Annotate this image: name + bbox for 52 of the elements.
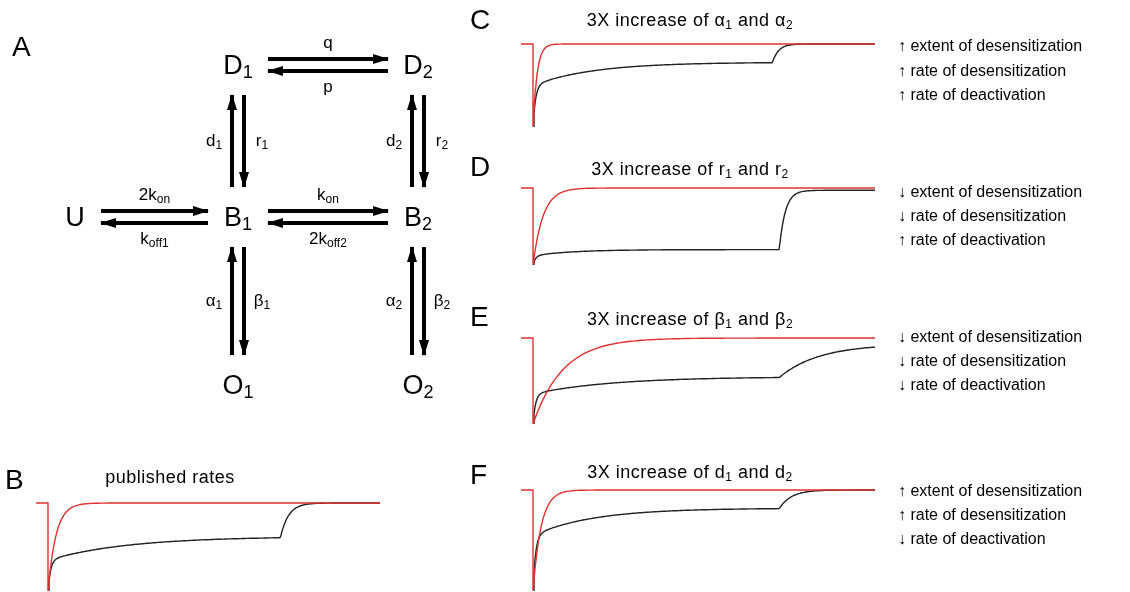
edge-label: β$_{1}$ bbox=[252, 291, 272, 311]
panel-letter: E bbox=[470, 300, 490, 334]
reaction-arrow bbox=[267, 218, 388, 228]
reaction-arrow bbox=[419, 95, 429, 188]
state-label: U bbox=[49, 187, 101, 247]
edge-label: 2k$_{off2}$ bbox=[308, 229, 348, 249]
edge-label: d$_{2}$ bbox=[384, 131, 404, 151]
panel-title: 3X increase of r$_{1}$ and r$_{2}$ bbox=[590, 158, 790, 181]
edge-label: k$_{off1}$ bbox=[139, 229, 170, 249]
panel-letter: B bbox=[5, 463, 25, 497]
edge-label: β$_{2}$ bbox=[432, 291, 452, 311]
reaction-arrow bbox=[419, 247, 429, 356]
state-label: O$_{2}$ bbox=[388, 355, 448, 415]
panel-title: 3X increase of d$_{1}$ and d$_{2}$ bbox=[586, 461, 794, 484]
reaction-arrow bbox=[100, 218, 208, 228]
effect-note: ↑ rate of desensitization bbox=[898, 505, 1068, 525]
reaction-arrow bbox=[101, 206, 209, 216]
panel-title: 3X increase of α$_{1}$ and α$_{2}$ bbox=[585, 9, 795, 32]
state-label: D$_{1}$ bbox=[208, 35, 268, 95]
edge-label: k$_{on}$ bbox=[316, 185, 340, 205]
state-label: O$_{1}$ bbox=[208, 355, 268, 415]
state-label: D$_{2}$ bbox=[388, 35, 448, 95]
reaction-arrow bbox=[239, 95, 249, 188]
reaction-arrow bbox=[227, 246, 237, 355]
effect-note: ↑ rate of deactivation bbox=[898, 230, 1047, 250]
effect-note: ↓ extent of desensitization bbox=[898, 327, 1084, 347]
reaction-arrow bbox=[407, 94, 417, 187]
panel-letter: C bbox=[470, 3, 492, 37]
reaction-arrow bbox=[239, 247, 249, 356]
effect-note: ↑ rate of desensitization bbox=[898, 61, 1068, 81]
edge-label: d$_{1}$ bbox=[204, 131, 224, 151]
effect-note: ↓ rate of deactivation bbox=[898, 375, 1047, 395]
effect-note: ↑ extent of desensitization bbox=[898, 36, 1084, 56]
effect-note: ↓ rate of desensitization bbox=[898, 206, 1068, 226]
panel-title: published rates bbox=[104, 466, 236, 489]
effect-note: ↑ extent of desensitization bbox=[898, 481, 1084, 501]
panel-letter: A bbox=[12, 30, 32, 64]
reaction-arrow bbox=[268, 206, 389, 216]
effect-note: ↓ rate of desensitization bbox=[898, 351, 1068, 371]
effect-note: ↓ extent of desensitization bbox=[898, 182, 1084, 202]
state-label: B$_{1}$ bbox=[208, 187, 268, 247]
state-label: B$_{2}$ bbox=[388, 187, 448, 247]
effect-note: ↓ rate of deactivation bbox=[898, 529, 1047, 549]
reaction-arrow bbox=[227, 94, 237, 187]
panel-letter: D bbox=[470, 150, 492, 184]
panel-letter: F bbox=[470, 458, 489, 492]
reaction-arrow bbox=[407, 246, 417, 355]
panel-title: 3X increase of β$_{1}$ and β$_{2}$ bbox=[585, 308, 795, 331]
effect-note: ↑ rate of deactivation bbox=[898, 85, 1047, 105]
reaction-arrow bbox=[267, 66, 388, 76]
reaction-arrow bbox=[268, 54, 389, 64]
edge-label: 2k$_{on}$ bbox=[137, 185, 172, 205]
